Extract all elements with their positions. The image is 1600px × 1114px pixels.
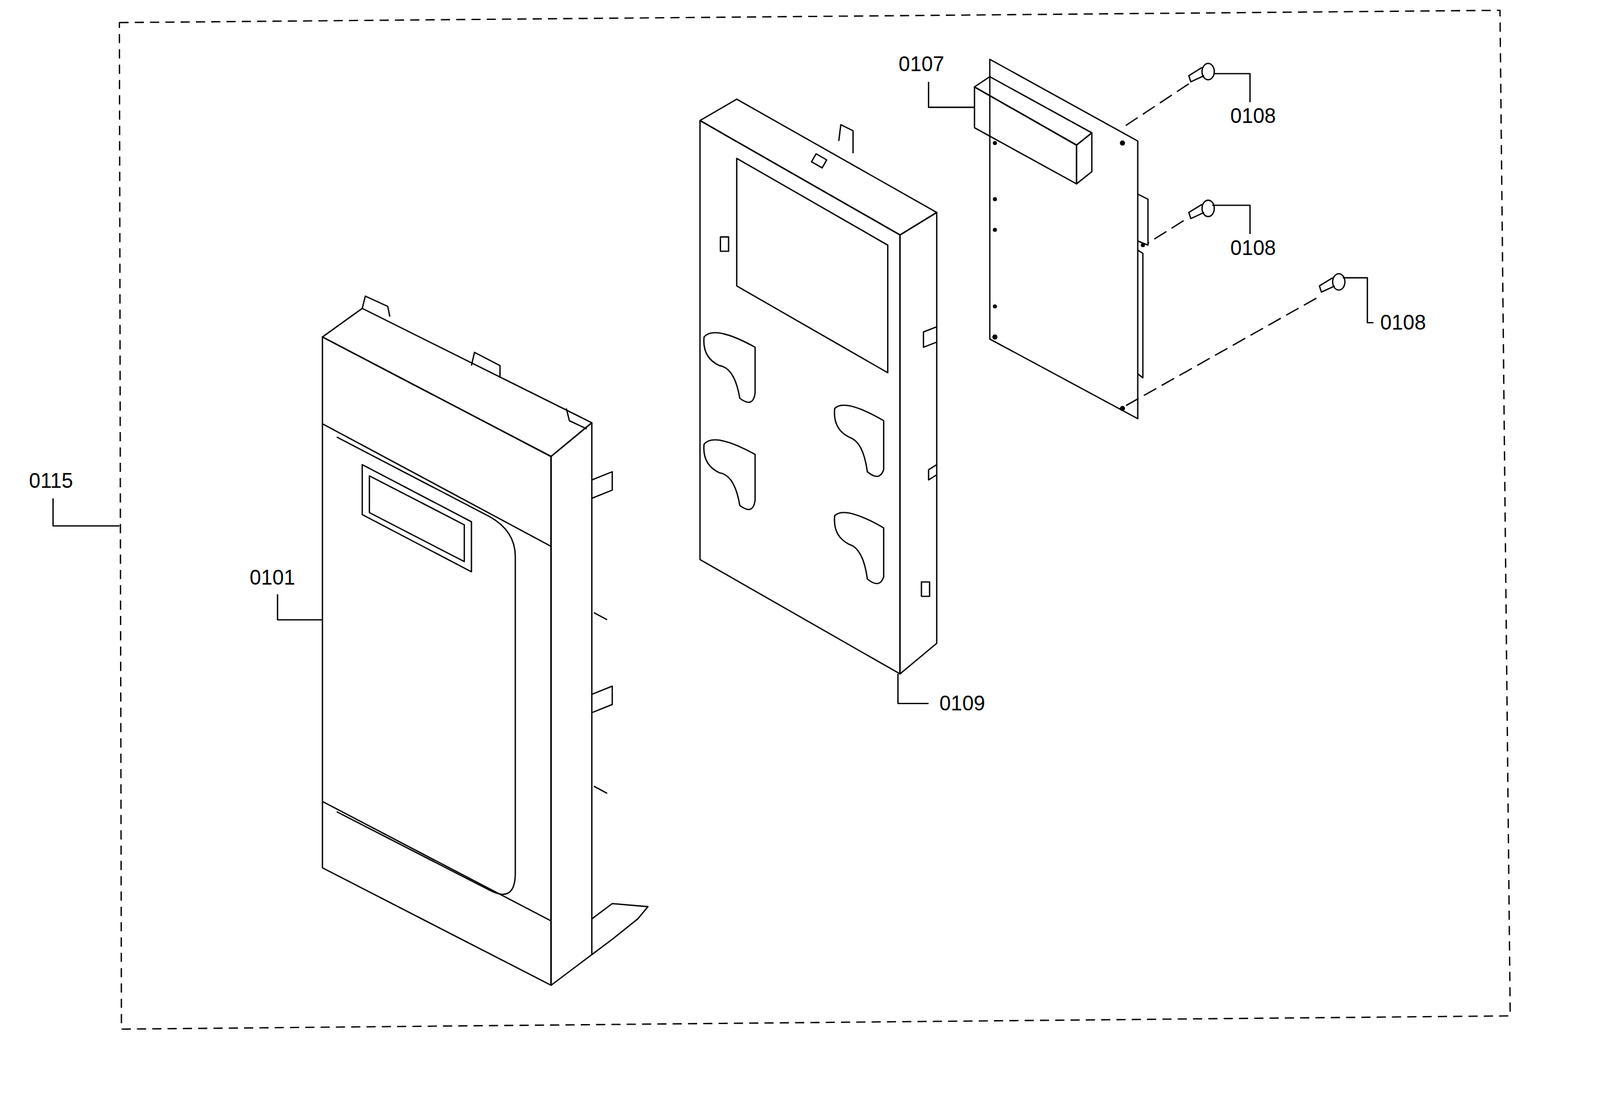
leader-lines bbox=[52, 73, 1374, 704]
callout-number: 0115 bbox=[27, 469, 75, 493]
screws bbox=[1122, 63, 1346, 407]
control-panel-frame bbox=[699, 99, 937, 674]
control-board bbox=[974, 59, 1149, 419]
callout-number: 0107 bbox=[896, 52, 946, 76]
control-panel-cover bbox=[322, 295, 649, 985]
callout-number: 0108 bbox=[1378, 311, 1428, 334]
callout-number: 0101 bbox=[248, 566, 298, 589]
callout-number: 0108 bbox=[1228, 105, 1278, 129]
assembly-boundary bbox=[119, 10, 1511, 1029]
callout-number: 0108 bbox=[1228, 236, 1278, 260]
callout-number: 0109 bbox=[937, 691, 987, 715]
